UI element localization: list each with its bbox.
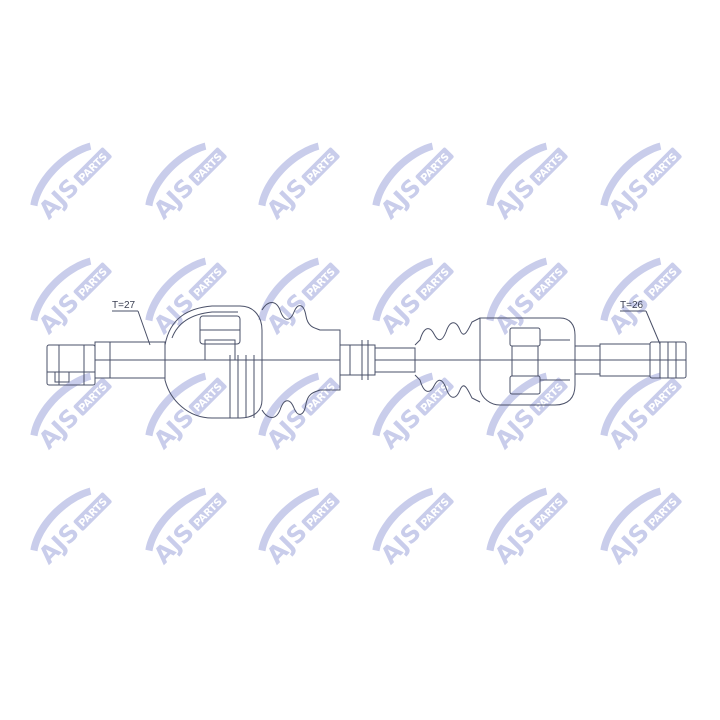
logo-parts-badge (415, 377, 454, 416)
inner-tripod-joint (479, 317, 601, 406)
left-spline-end (46, 341, 166, 386)
logo-parts-badge (73, 492, 112, 531)
logo-swoosh (258, 487, 320, 552)
logo-parts-badge (643, 377, 682, 416)
left-boot (261, 302, 341, 418)
logo-swoosh (486, 142, 548, 207)
drive-shaft (46, 302, 687, 419)
logo-swoosh (486, 372, 548, 437)
logo-swoosh (600, 487, 662, 552)
logo-parts-badge (188, 492, 227, 531)
left-thread-label: T=27 (112, 300, 136, 311)
logo-swoosh (486, 487, 548, 552)
logo-swoosh (372, 372, 434, 437)
logo-parts-badge (73, 377, 112, 416)
logo-swoosh (145, 372, 207, 437)
logo-swoosh (258, 257, 320, 322)
right-thread-label: T=26 (620, 300, 644, 311)
logo-swoosh (30, 142, 92, 207)
logo-parts-badge (301, 262, 340, 301)
logo-parts-badge (73, 147, 112, 186)
logo-swoosh (600, 257, 662, 322)
logo-swoosh (258, 142, 320, 207)
right-boot (414, 317, 481, 403)
left-label-leader (137, 310, 151, 346)
logo-swoosh (258, 372, 320, 437)
logo-parts-badge (643, 262, 682, 301)
logo-parts-badge (188, 147, 227, 186)
logo-swoosh (145, 257, 207, 322)
logo-parts-badge (529, 492, 568, 531)
logo-parts-badge (643, 147, 682, 186)
logo-parts-badge (301, 377, 340, 416)
logo-parts-badge (301, 147, 340, 186)
logo-parts-badge (529, 377, 568, 416)
logo-swoosh (145, 142, 207, 207)
center-shaft (339, 340, 416, 380)
logo-parts-badge (643, 492, 682, 531)
logo-swoosh (372, 257, 434, 322)
logo-swoosh (372, 142, 434, 207)
logo-parts-badge (415, 262, 454, 301)
logo-swoosh (600, 372, 662, 437)
logo-swoosh (145, 487, 207, 552)
outer-cv-joint (164, 305, 263, 419)
logo-parts-badge (301, 492, 340, 531)
logo-parts-badge (529, 147, 568, 186)
right-label-leader (645, 310, 661, 345)
logo-swoosh (30, 372, 92, 437)
logo-swoosh (372, 487, 434, 552)
logo-parts-badge (529, 262, 568, 301)
logo-swoosh (486, 257, 548, 322)
logo-parts-badge (188, 262, 227, 301)
logo-swoosh (600, 142, 662, 207)
logo-swoosh (30, 487, 92, 552)
logo-parts-badge (415, 147, 454, 186)
logo-parts-badge (188, 377, 227, 416)
right-spline-end (599, 341, 687, 379)
logo-parts-badge (73, 262, 112, 301)
logo-parts-badge (415, 492, 454, 531)
logo-swoosh (30, 257, 92, 322)
